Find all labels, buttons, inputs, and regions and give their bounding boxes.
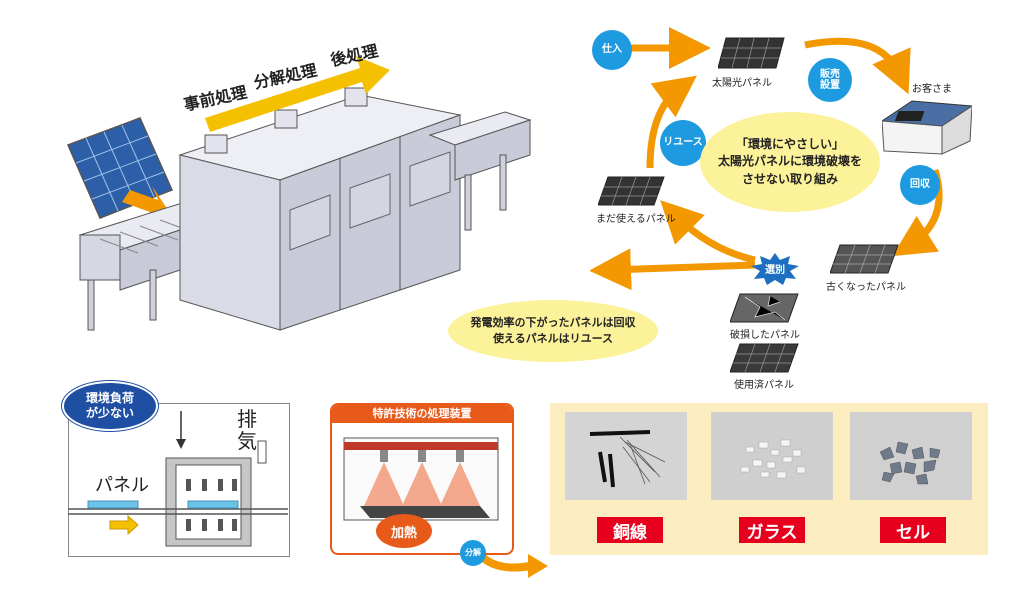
label-broken-panel: 破損したパネル [730, 330, 800, 341]
broken-panel [730, 293, 799, 323]
processing-machine-illustration [66, 56, 532, 331]
label-cell: セル [880, 517, 946, 543]
note-line-2: 使えるパネルはリユース [492, 332, 614, 345]
reuse-note: 発電効率の下がったパネルは回収 使えるパネルはリユース [448, 300, 658, 362]
center-text-line-2: 太陽光パネルに環境破壊を [717, 154, 862, 169]
label-customer: お客さま [912, 84, 952, 95]
label-glass: ガラス [739, 517, 805, 543]
heating-badge: 加熱 [376, 514, 432, 548]
copper-wire-photo [565, 412, 687, 500]
label-copper-wire: 銅線 [597, 517, 663, 543]
label-usable-panel: まだ使えるパネル [596, 214, 676, 225]
label-solar-panel: 太陽光パネル [712, 78, 772, 89]
badge-decompose: 分解 [460, 540, 486, 566]
solar-panel-top [718, 37, 785, 69]
process-diagram [68, 411, 288, 547]
badge-purchase: 仕入 [592, 30, 632, 70]
badge-sort-label: 選別 [765, 265, 785, 276]
glass-photo [711, 412, 833, 500]
badge-collect: 回収 [900, 165, 940, 205]
old-panel [830, 244, 899, 274]
badge-sort: 選別 [750, 252, 800, 286]
low-impact-bubble: 環境負荷が少ない [62, 381, 158, 431]
badge-sales: 販売設置 [808, 58, 852, 102]
exhaust-label: 排 気 [237, 407, 257, 453]
process-arrow-icon [205, 56, 390, 132]
device-title: 特許技術の処理装置 [332, 405, 512, 423]
center-text-line-3: させない取り組み [741, 171, 838, 186]
conveyor-right [428, 111, 532, 231]
starburst-shape [751, 253, 799, 285]
cycle-center-message: 「環境にやさしい」 太陽光パネルに環境破壊を させない取り組み [700, 112, 880, 212]
used-panel [730, 343, 799, 373]
note-line-1: 発電効率の下がったパネルは回収 [470, 315, 636, 329]
center-text-line-1: 「環境にやさしい」 [735, 136, 844, 151]
usable-panel [598, 176, 665, 206]
badge-reuse: リユース [660, 120, 706, 166]
device-illustration [343, 437, 499, 521]
label-old-panel: 古くなったパネル [826, 282, 906, 293]
panel-label: パネル [95, 475, 149, 496]
house-icon [882, 100, 972, 155]
machine-cabinets [178, 87, 462, 331]
cell-photo [850, 412, 972, 500]
label-used-panel: 使用済パネル [734, 380, 794, 391]
